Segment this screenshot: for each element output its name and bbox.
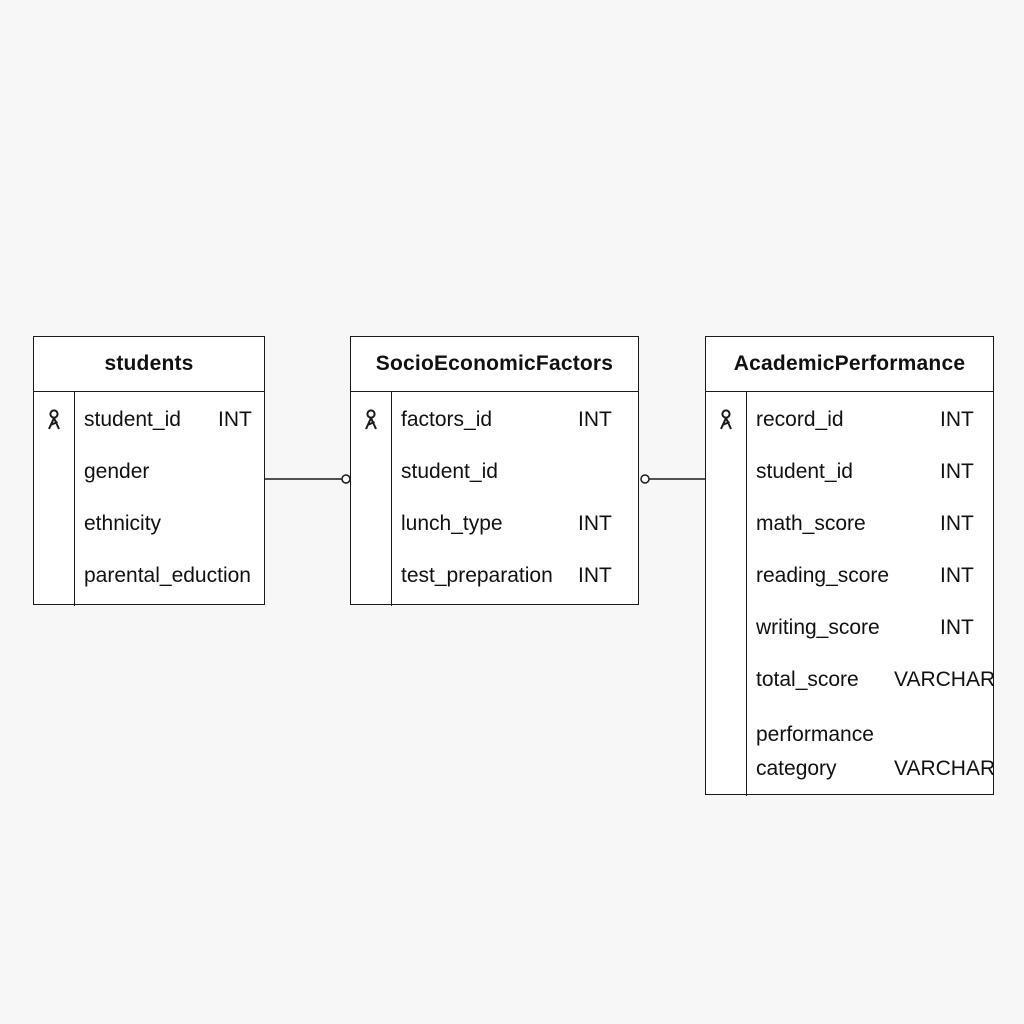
field-name: ethnicity <box>84 512 162 535</box>
key-icon <box>720 409 732 430</box>
optional-marker-icon <box>341 474 351 484</box>
field-row: student_id INT <box>706 446 993 498</box>
entity-socio-economic-factors: SocioEconomicFactors factors_id INT stud… <box>350 336 639 606</box>
field-row: reading_score INT <box>706 550 993 602</box>
field-type: INT <box>940 616 974 639</box>
field-row: lunch_type INT <box>351 498 638 550</box>
key-column <box>706 392 747 796</box>
field-type: INT <box>940 564 974 587</box>
field-name: record_id <box>756 408 844 431</box>
field-name: student_id <box>401 460 498 483</box>
optional-marker-icon <box>640 474 650 484</box>
field-name: math_score <box>756 512 866 535</box>
field-row: student_id INT <box>34 394 264 446</box>
entity-students: students student_id INT gender ethnicity… <box>33 336 265 606</box>
field-type: VARCHAR <box>894 668 996 691</box>
field-type: INT <box>940 512 974 535</box>
key-icon <box>48 409 60 430</box>
field-name: gender <box>84 460 150 483</box>
entity-title: AcademicPerformance <box>706 337 993 392</box>
field-name: lunch_type <box>401 512 503 535</box>
field-type: INT <box>218 408 252 431</box>
key-column <box>34 392 75 606</box>
field-row: record_id INT <box>706 394 993 446</box>
field-type: VARCHAR <box>894 757 996 780</box>
key-icon <box>365 409 377 430</box>
key-column <box>351 392 392 606</box>
field-type: INT <box>940 460 974 483</box>
field-name: test_preparation <box>401 564 553 587</box>
field-type: INT <box>578 564 612 587</box>
entity-title: SocioEconomicFactors <box>351 337 638 392</box>
field-row: math_score INT <box>706 498 993 550</box>
field-name: reading_score <box>756 564 890 587</box>
field-name: factors_id <box>401 408 493 431</box>
field-row: parental_eduction <box>34 550 264 602</box>
field-name: student_id <box>756 460 853 483</box>
entity-title: students <box>34 337 264 392</box>
field-row: ethnicity <box>34 498 264 550</box>
field-row: gender <box>34 446 264 498</box>
field-row: performance category VARCHAR <box>706 706 996 792</box>
field-row: total_score VARCHAR <box>706 654 996 706</box>
field-row: test_preparation INT <box>351 550 638 602</box>
field-name: student_id <box>84 408 181 431</box>
field-name: total_score <box>756 668 859 691</box>
field-name: performance category <box>756 723 874 780</box>
field-name: parental_eduction <box>84 564 251 587</box>
field-type: INT <box>578 408 612 431</box>
entity-academic-performance: AcademicPerformance record_id INT studen… <box>705 336 996 796</box>
field-row: writing_score INT <box>706 602 993 654</box>
field-type: INT <box>578 512 612 535</box>
field-row: factors_id INT <box>351 394 638 446</box>
field-name: writing_score <box>756 616 880 639</box>
field-row: student_id <box>351 446 638 498</box>
field-type: INT <box>940 408 974 431</box>
